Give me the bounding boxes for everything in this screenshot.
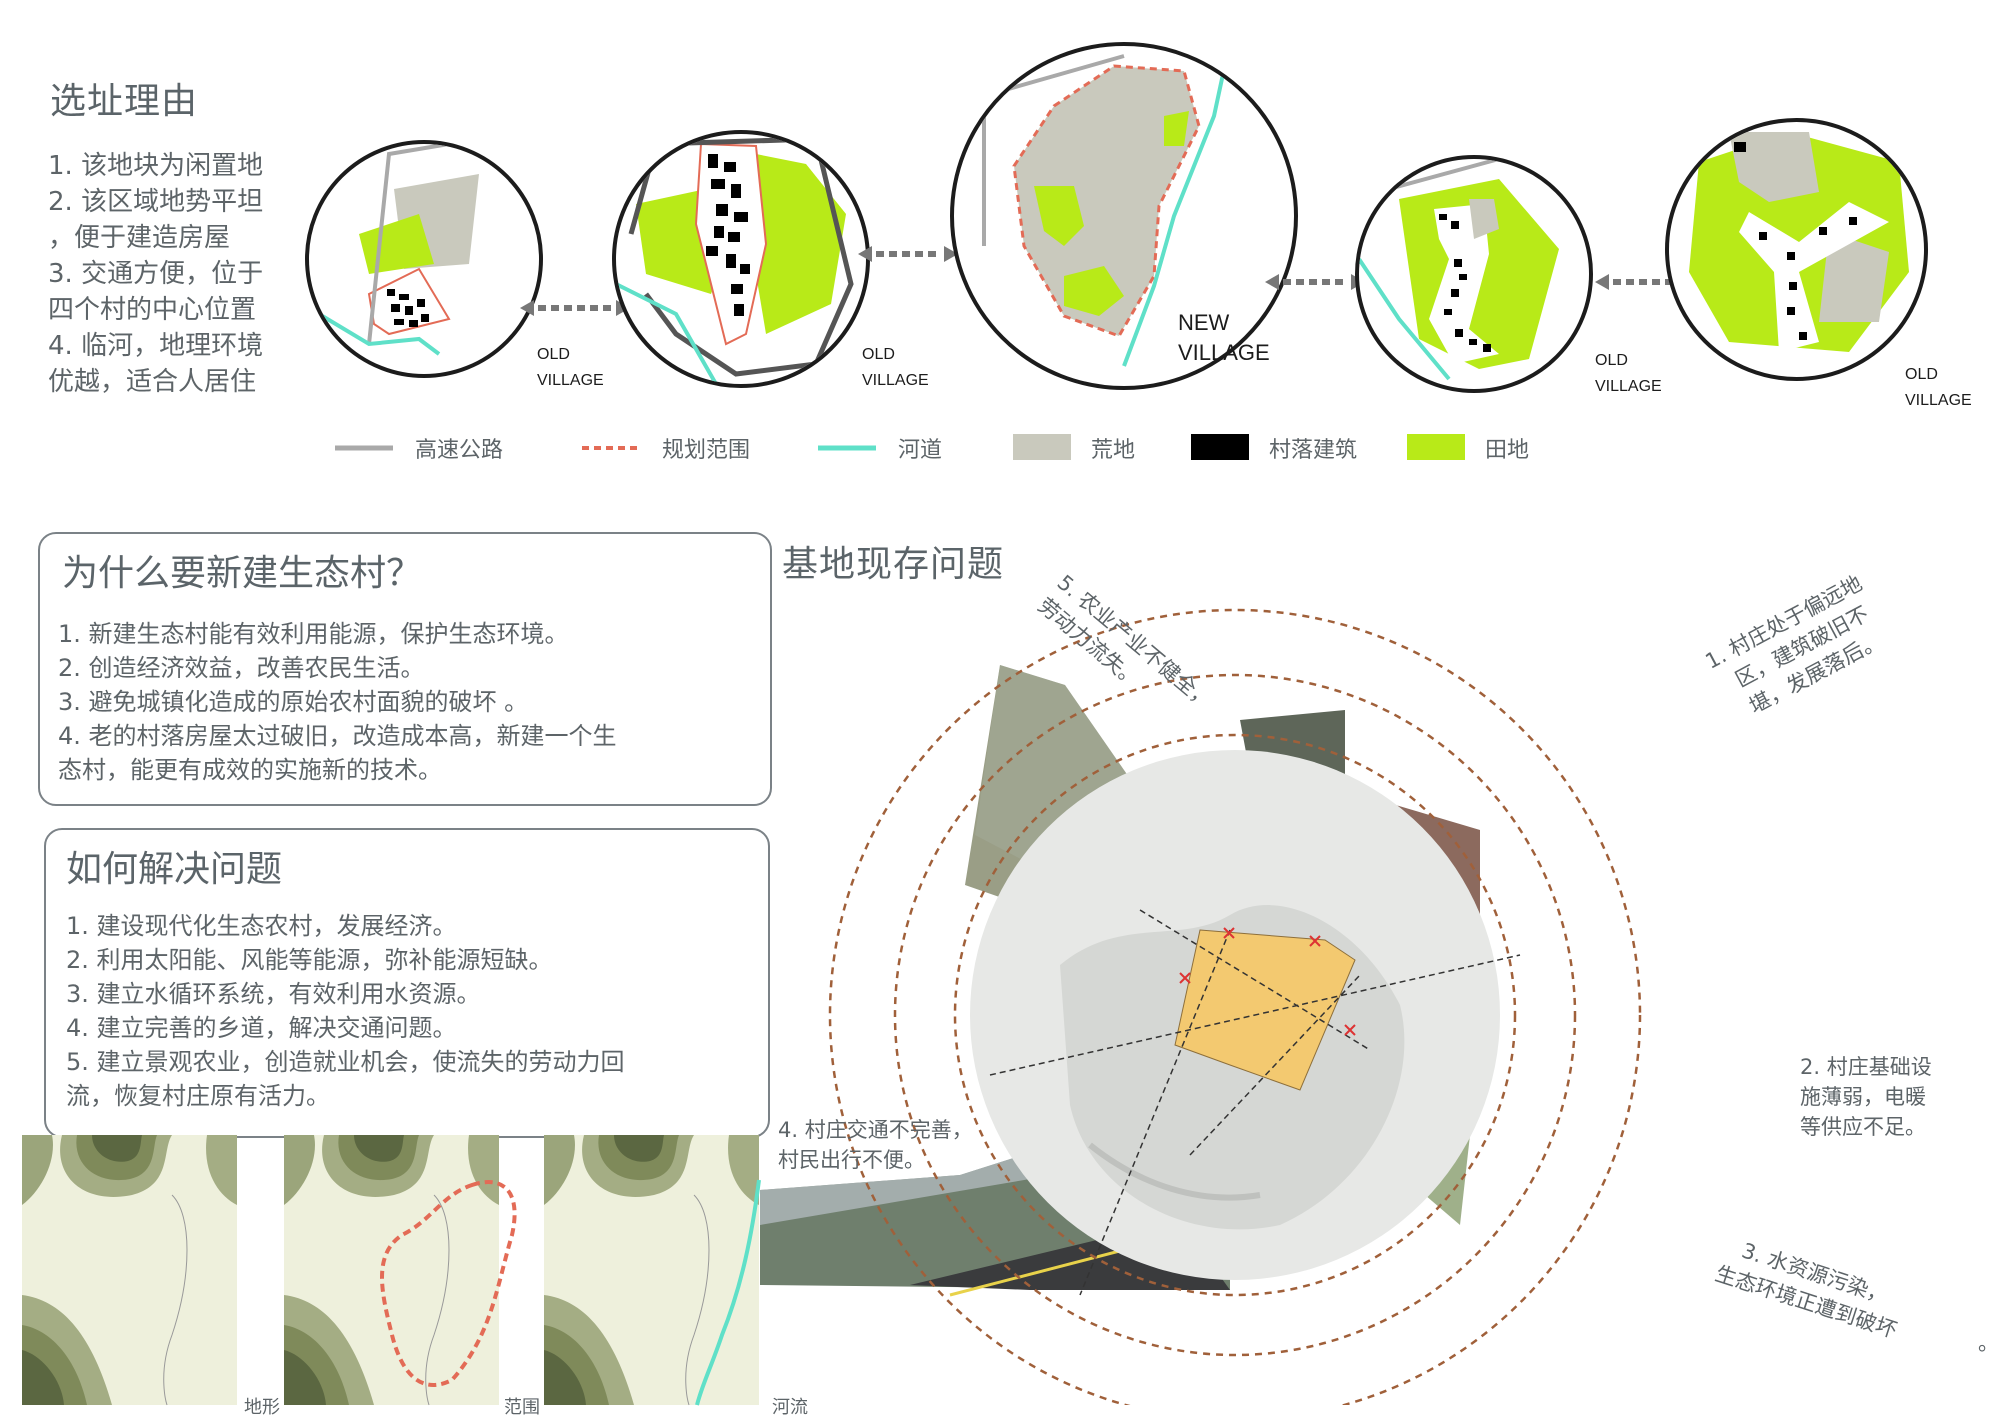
highway-swatch — [335, 445, 393, 451]
topo-label-terrain: 地形 — [244, 1397, 280, 1418]
old-village-label-4: OLD VILLAGE — [1905, 362, 1972, 414]
building-swatch — [1191, 434, 1249, 460]
double-arrow-icon — [858, 246, 958, 262]
legend-label-wasteland: 荒地 — [1091, 438, 1136, 463]
topo-panels — [22, 1135, 761, 1406]
legend-label-field: 田地 — [1485, 438, 1530, 463]
legend-label-building: 村落建筑 — [1269, 438, 1358, 463]
how-line: 2. 利用太阳能、风能等能源，弥补能源短缺。 — [66, 946, 553, 974]
village-label: VILLAGE — [1905, 392, 1972, 409]
map-legend: 高速公路 规划范围 河道 荒地 村落建筑 田地 — [335, 430, 1755, 466]
old-label: OLD — [537, 346, 570, 363]
old-village-map-2 — [612, 130, 870, 388]
problem-4: 4. 村庄交通不完善， 村民出行不便。 — [778, 1115, 973, 1175]
village-map-graphic — [1689, 132, 1909, 352]
river-swatch — [818, 445, 876, 451]
ring-inner — [953, 733, 1517, 1297]
village-label: VILLAGE — [1178, 340, 1270, 365]
village-label: VILLAGE — [537, 372, 604, 389]
old-village-label-2: OLD VILLAGE — [862, 342, 929, 394]
how-title: 如何解决问题 — [66, 849, 283, 890]
reason-line: 3. 交通方便，位于 — [48, 259, 264, 289]
reason-line: 1. 该地块为闲置地 — [48, 151, 264, 181]
problem-2-line: 施薄弱，电暖 — [1800, 1085, 1926, 1109]
problems-diagram — [760, 608, 1642, 1405]
reason-line: ，便于建造房屋 — [48, 223, 231, 253]
why-line: 1. 新建生态村能有效利用能源，保护生态环境。 — [58, 620, 569, 648]
how-line: 3. 建立水循环系统，有效利用水资源。 — [66, 980, 481, 1008]
reason-line: 4. 临河，地理环境 — [48, 331, 264, 361]
old-village-map-1 — [305, 140, 543, 378]
problems-title: 基地现存问题 — [782, 544, 1005, 585]
topo-label-boundary: 范围 — [504, 1397, 540, 1418]
new-village-map — [950, 42, 1298, 390]
topo-terrain-panel — [22, 1135, 238, 1406]
village-map-graphic — [317, 144, 479, 356]
double-arrow-icon — [1265, 274, 1365, 290]
double-arrow-icon — [520, 300, 630, 316]
new-village-label: NEW VILLAGE — [1178, 308, 1270, 368]
old-village-map-4 — [1665, 118, 1928, 381]
why-line: 态村，能更有成效的实施新的技术。 — [58, 756, 442, 784]
ring-middle — [893, 673, 1577, 1357]
why-line: 2. 创造经济效益，改善农民生活。 — [58, 654, 425, 682]
boundary-swatch — [582, 446, 640, 450]
old-village-label-1: OLD VILLAGE — [537, 342, 604, 394]
village-label: VILLAGE — [862, 372, 929, 389]
legend-label-boundary: 规划范围 — [662, 438, 751, 463]
how-box: 如何解决问题 1. 建设现代化生态农村，发展经济。 2. 利用太阳能、风能等能源… — [44, 828, 770, 1138]
old-village-map-3 — [1355, 155, 1593, 393]
legend-label-highway: 高速公路 — [415, 438, 504, 463]
site-title: 选址理由 — [50, 81, 199, 122]
old-village-label-3: OLD VILLAGE — [1595, 348, 1662, 400]
how-line: 4. 建立完善的乡道，解决交通问题。 — [66, 1014, 457, 1042]
village-map-graphic — [1359, 159, 1559, 381]
village-map-graphic — [616, 136, 854, 384]
reason-line: 四个村的中心位置 — [48, 295, 257, 325]
problem-2: 2. 村庄基础设 施薄弱，电暖 等供应不足。 — [1800, 1052, 1932, 1142]
why-line: 3. 避免城镇化造成的原始农村面貌的破坏 。 — [58, 688, 529, 716]
site-reasons: 1. 该地块为闲置地 2. 该区域地势平坦 ，便于建造房屋 3. 交通方便，位于… — [48, 148, 308, 400]
field-swatch — [1407, 434, 1465, 460]
old-label: OLD — [1595, 352, 1628, 369]
how-line: 5. 建立景观农业，创造就业机会，使流失的劳动力回 — [66, 1048, 625, 1076]
why-box: 为什么要新建生态村？ 1. 新建生态村能有效利用能源，保护生态环境。 2. 创造… — [38, 532, 772, 806]
old-label: OLD — [862, 346, 895, 363]
problem-4-line: 4. 村庄交通不完善， — [778, 1118, 973, 1142]
problem-2-line: 2. 村庄基础设 — [1800, 1055, 1932, 1079]
topo-river-panel — [543, 1135, 760, 1406]
why-line: 4. 老的村落房屋太过破旧，改造成本高，新建一个生 — [58, 722, 617, 750]
topo-label-river: 河流 — [772, 1397, 808, 1418]
wasteland-swatch — [1013, 434, 1071, 460]
problem-2-line: 等供应不足。 — [1800, 1115, 1926, 1139]
legend-label-river: 河道 — [898, 438, 943, 463]
how-line: 1. 建设现代化生态农村，发展经济。 — [66, 912, 457, 940]
new-label: NEW — [1178, 310, 1230, 335]
trailing-period: 。 — [1978, 1331, 1999, 1355]
ring-outer — [828, 608, 1642, 1405]
site-boundary-polygon — [1174, 929, 1356, 1091]
village-label: VILLAGE — [1595, 378, 1662, 395]
old-label: OLD — [1905, 366, 1938, 383]
village-map-graphic — [982, 46, 1231, 367]
problem-4-line: 村民出行不便。 — [778, 1148, 925, 1172]
reason-line: 优越，适合人居住 — [48, 367, 257, 397]
how-line: 流，恢复村庄原有活力。 — [66, 1082, 330, 1110]
reason-line: 2. 该区域地势平坦 — [48, 187, 264, 217]
why-title: 为什么要新建生态村？ — [62, 553, 423, 594]
